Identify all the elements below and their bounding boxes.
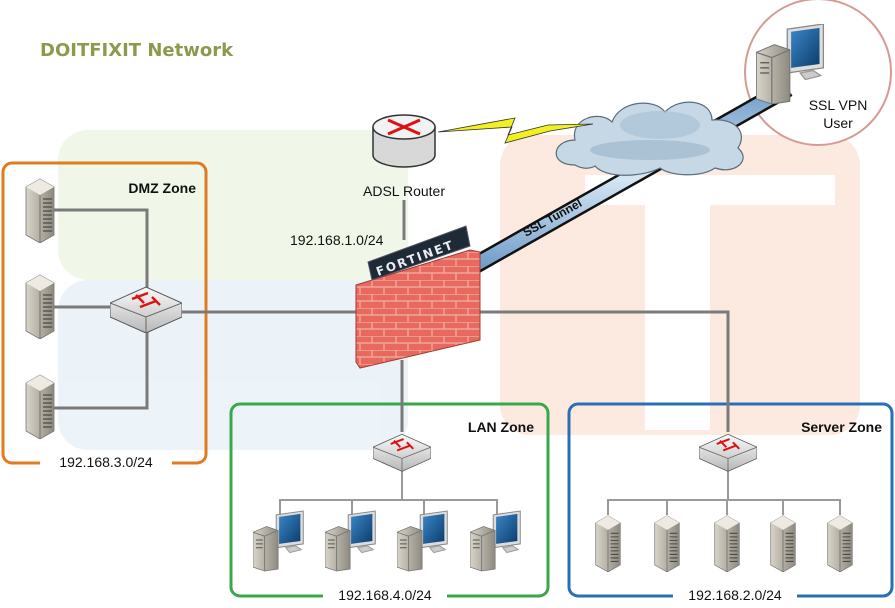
dmz-zone-label: DMZ Zone xyxy=(128,180,196,196)
adsl-router[interactable]: ADSL Router xyxy=(363,114,445,199)
dmz-server-icon[interactable] xyxy=(25,178,55,243)
network-links xyxy=(54,200,841,515)
fortinet-firewall[interactable]: FORTINET xyxy=(355,225,481,369)
lan-workstation-icon[interactable] xyxy=(325,510,376,572)
wireless-link-lightning-icon xyxy=(437,117,594,144)
server-zone-subnet-label: 192.168.2.0/24 xyxy=(688,587,782,603)
server-zone-server-icon[interactable] xyxy=(654,515,680,572)
lan-workstation-icon[interactable] xyxy=(470,510,521,572)
wan-subnet-label: 192.168.1.0/24 xyxy=(290,232,384,248)
server-zone-server-icon[interactable] xyxy=(770,515,796,572)
lan-workstation-icon[interactable] xyxy=(253,510,304,572)
lan-subnet-label: 192.168.4.0/24 xyxy=(338,587,432,603)
internet-cloud-icon xyxy=(555,101,744,176)
vpn-user-label-line1: SSL VPN xyxy=(809,97,868,113)
vpn-user-circle xyxy=(744,0,892,146)
server-zone-label: Server Zone xyxy=(801,419,882,435)
server-zone-switch-icon[interactable] xyxy=(699,433,757,472)
dmz-subnet-label: 192.168.3.0/24 xyxy=(59,454,153,470)
router-label: ADSL Router xyxy=(363,183,445,199)
router-icon xyxy=(372,114,436,168)
lan-zone-label: LAN Zone xyxy=(468,419,534,435)
diagram-title: DOITFIXIT Network xyxy=(40,40,234,61)
dmz-server-icon[interactable] xyxy=(25,374,55,439)
dmz-server-icon[interactable] xyxy=(25,274,55,339)
server-zone-server-icon[interactable] xyxy=(827,515,853,572)
vpn-user-label-line2: User xyxy=(823,115,853,131)
server-zone-server-icon[interactable] xyxy=(714,515,740,572)
server-zone-server-icon[interactable] xyxy=(595,515,621,572)
lan-workstation-icon[interactable] xyxy=(397,510,448,572)
